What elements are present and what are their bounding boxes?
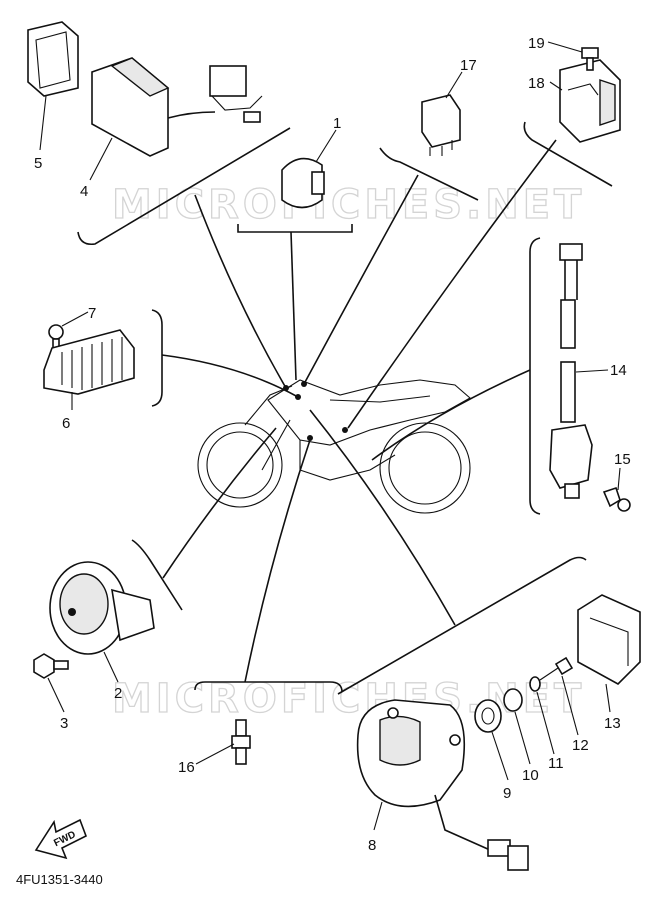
part-6-rectifier[interactable] — [43, 329, 135, 395]
callout-16: 16 — [178, 759, 195, 776]
callout-1: 1 — [333, 115, 341, 132]
part-15-screw[interactable] — [602, 486, 631, 512]
callout-13: 13 — [604, 715, 621, 732]
callout-15: 15 — [614, 451, 631, 468]
part-18-starter-relay[interactable] — [559, 59, 621, 143]
callout-4: 4 — [80, 183, 88, 200]
diagram-code: 4FU1351-3440 — [16, 872, 103, 887]
part-8-switch-housing[interactable] — [356, 699, 529, 871]
callout-7: 7 — [88, 305, 96, 322]
callout-leaders — [39, 41, 621, 831]
part-17-relay[interactable] — [421, 94, 461, 156]
part-16-sensor[interactable] — [231, 719, 251, 765]
watermark-top: MICROFICHES.NET — [112, 182, 585, 228]
fwd-arrow: FWD — [34, 818, 88, 860]
callout-2: 2 — [114, 685, 122, 702]
callout-14: 14 — [610, 362, 627, 379]
callout-11: 11 — [548, 755, 564, 772]
part-4-cdi-unit[interactable] — [91, 57, 263, 157]
callout-9: 9 — [503, 785, 511, 802]
callout-3: 3 — [60, 715, 68, 732]
callout-5: 5 — [34, 155, 42, 172]
callout-18: 18 — [528, 75, 545, 92]
callout-6: 6 — [62, 415, 70, 432]
callout-8: 8 — [368, 837, 376, 854]
leader-lines — [161, 139, 557, 683]
part-12-screw[interactable] — [539, 656, 574, 681]
part-2-horn[interactable] — [49, 561, 155, 655]
callout-numbers: 5 4 1 17 18 19 7 6 14 15 2 3 16 8 9 10 1… — [34, 35, 631, 854]
part-3-bolt[interactable] — [33, 653, 69, 679]
part-19-bolt[interactable] — [581, 47, 599, 71]
leader-brackets — [77, 121, 613, 695]
part-13-bracket[interactable] — [577, 594, 641, 685]
part-14-harness[interactable] — [549, 243, 593, 499]
callout-17: 17 — [460, 57, 477, 74]
part-1-relay[interactable] — [281, 157, 325, 209]
part-9-grommet[interactable] — [474, 699, 502, 733]
part-11-washer[interactable] — [529, 676, 541, 692]
callout-12: 12 — [572, 737, 589, 754]
part-10-collar[interactable] — [503, 688, 523, 712]
callout-19: 19 — [528, 35, 545, 52]
callout-10: 10 — [522, 767, 539, 784]
part-5-cover[interactable] — [27, 21, 79, 97]
motorcycle-outline — [197, 379, 471, 514]
